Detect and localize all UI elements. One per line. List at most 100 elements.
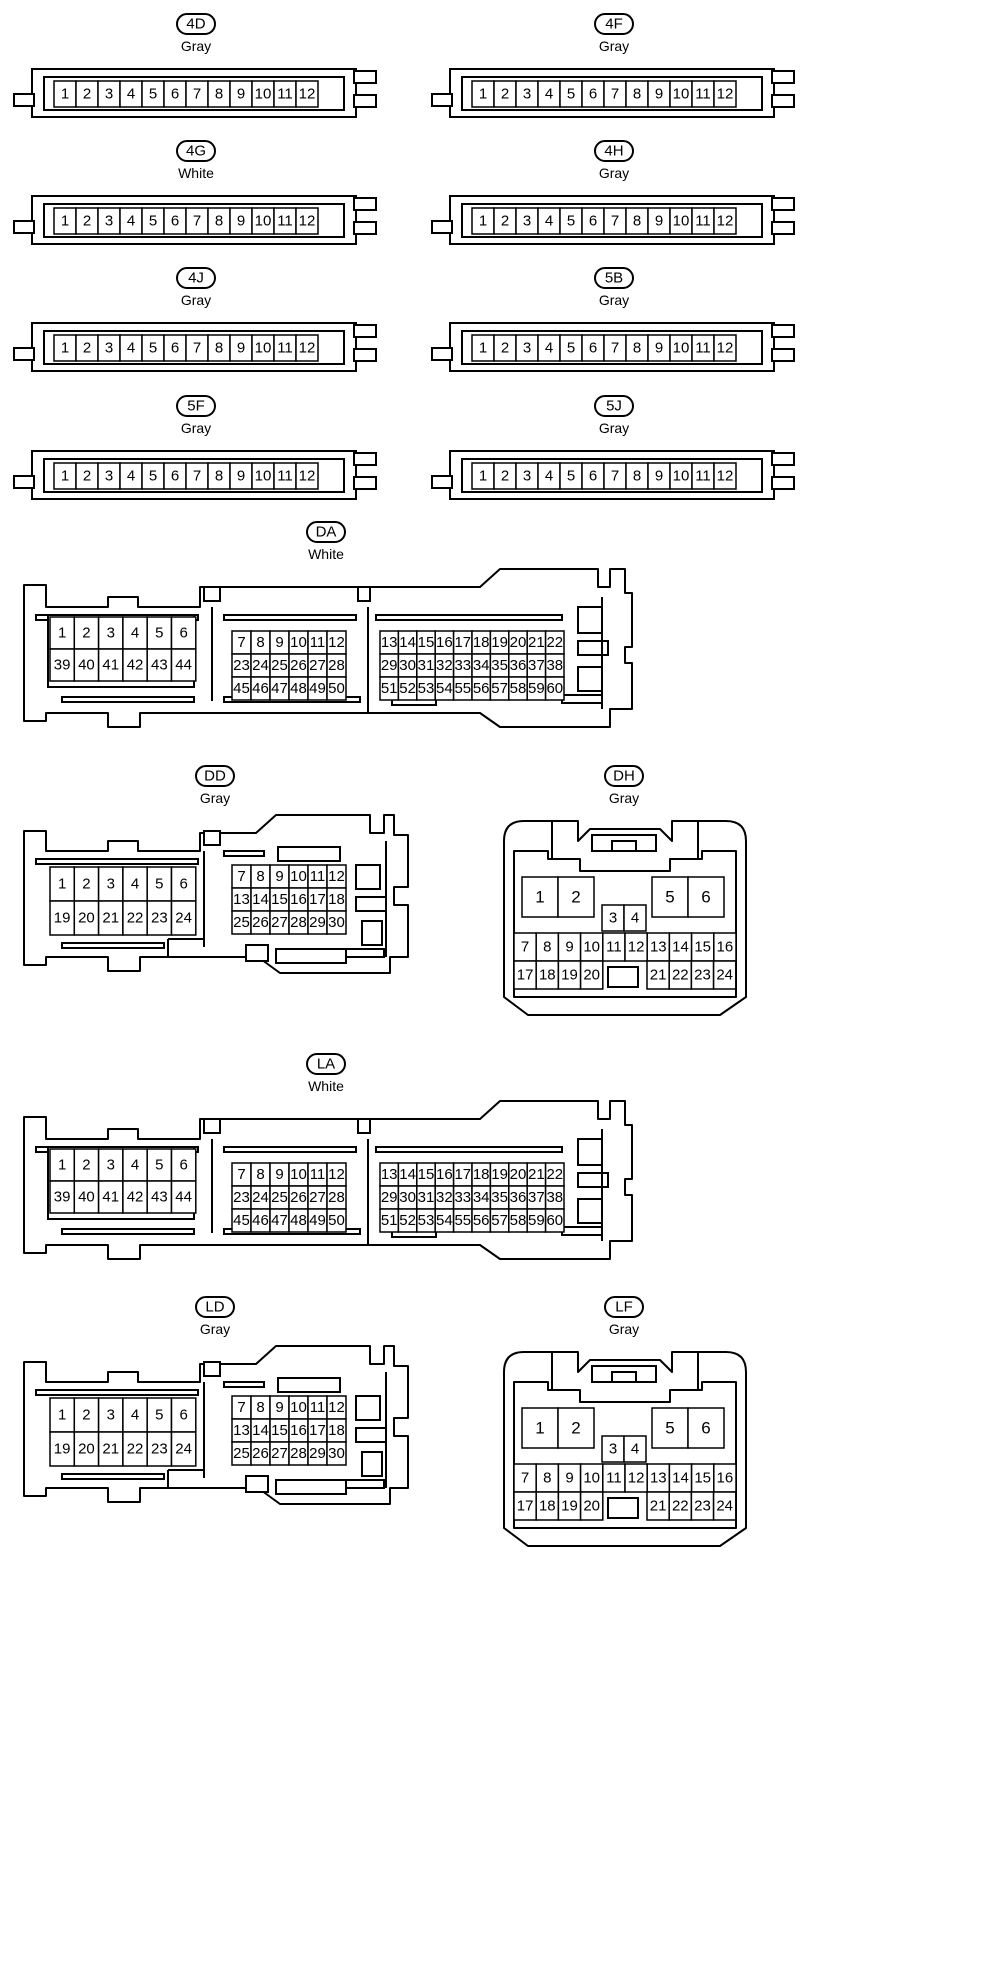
pin-cell [623, 1435, 647, 1463]
pin-number: 8 [633, 468, 641, 485]
pin-number: 8 [543, 939, 551, 956]
latch-tab [771, 70, 795, 84]
pin-number: 4 [545, 468, 553, 485]
pin-number: 1 [535, 888, 544, 907]
pin-number: 15 [418, 634, 435, 651]
pin-number: 20 [510, 634, 527, 651]
pin-number: 2 [571, 1419, 580, 1438]
pin-number: 12 [299, 86, 316, 103]
rail [277, 1377, 341, 1393]
pin-number: 7 [193, 340, 201, 357]
pin-cell [170, 616, 197, 650]
pin-number: 5 [567, 213, 575, 230]
pin-cell [712, 1491, 737, 1521]
connector-id-badge [604, 1296, 644, 1318]
rail [61, 1228, 195, 1235]
pin-number: 16 [290, 1422, 307, 1439]
pin-number: 17 [454, 1166, 471, 1183]
pin-number: 12 [628, 1470, 645, 1487]
key-slot [245, 1475, 269, 1493]
pin-number: 2 [82, 1157, 90, 1174]
latch-tab [771, 221, 795, 235]
pin-cell [295, 462, 319, 490]
pin-number: 4 [127, 468, 135, 485]
pin-number: 10 [290, 1399, 307, 1416]
pin-number: 3 [107, 1407, 115, 1424]
pin-number: 12 [299, 468, 316, 485]
rail [61, 696, 195, 703]
latch-tab [771, 476, 795, 490]
pin-cell [713, 334, 737, 362]
pin-number: 26 [290, 1189, 307, 1206]
pin-number: 20 [78, 1441, 95, 1458]
connector-color: Gray [609, 1321, 639, 1337]
pin-number: 18 [539, 1498, 556, 1515]
pin-number: 2 [571, 888, 580, 907]
pin-number: 26 [252, 914, 269, 931]
pin-number: 50 [328, 680, 345, 697]
pin-number: 8 [256, 1399, 264, 1416]
pin-number: 5 [665, 888, 674, 907]
pin-number: 38 [546, 657, 563, 674]
side-key [355, 864, 381, 890]
pin-number: 5 [155, 876, 163, 893]
pin-number: 8 [543, 1470, 551, 1487]
pin-number: 22 [672, 967, 689, 984]
pin-number: 43 [151, 657, 168, 674]
pin-number: 9 [655, 213, 663, 230]
pin-number: 9 [275, 1166, 283, 1183]
pin-number: 23 [694, 1498, 711, 1515]
pin-number: 13 [233, 891, 250, 908]
pin-number: 8 [215, 468, 223, 485]
pin-cell [122, 900, 148, 936]
pin-number: 8 [215, 213, 223, 230]
pin-number: 19 [561, 1498, 578, 1515]
pin-number: 14 [252, 891, 269, 908]
pin-number: 1 [58, 1157, 66, 1174]
pin-number: 1 [58, 625, 66, 642]
pin-number: 60 [546, 680, 563, 697]
pin-number: 10 [290, 1166, 307, 1183]
pin-cell [521, 876, 559, 918]
rail [275, 1479, 347, 1495]
side-key [361, 1451, 383, 1477]
latch-tab [771, 94, 795, 108]
pin-number: 26 [252, 1445, 269, 1462]
pin-number: 6 [701, 888, 710, 907]
latch-tab [353, 452, 377, 466]
pin-number: 23 [233, 657, 250, 674]
connector-id-badge [306, 521, 346, 543]
pin-number: 9 [275, 1399, 283, 1416]
pin-number: 17 [309, 1422, 326, 1439]
connector-id-badge [195, 1296, 235, 1318]
pin-number: 14 [672, 1470, 689, 1487]
pin-number: 19 [491, 1166, 508, 1183]
pin-number: 15 [271, 891, 288, 908]
pin-cell [687, 1407, 725, 1449]
pin-number: 35 [491, 1189, 508, 1206]
pin-cell [170, 866, 197, 902]
pin-number: 40 [78, 1189, 95, 1206]
pin-number: 13 [650, 1470, 667, 1487]
pin-number: 8 [256, 634, 264, 651]
pin-number: 20 [583, 1498, 600, 1515]
pin-number: 6 [701, 1419, 710, 1438]
pin-number: 52 [399, 1212, 416, 1229]
pin-number: 24 [716, 1498, 733, 1515]
connector-id-badge [176, 140, 216, 162]
pin-number: 5 [155, 1157, 163, 1174]
connector-id-badge [594, 395, 634, 417]
pin-number: 8 [256, 1166, 264, 1183]
rail [375, 1146, 563, 1153]
pin-number: 30 [328, 1445, 345, 1462]
pin-number: 19 [561, 967, 578, 984]
pin-number: 2 [83, 213, 91, 230]
pin-cell [326, 910, 347, 935]
pin-number: 9 [655, 86, 663, 103]
pin-number: 15 [694, 939, 711, 956]
pin-number: 4 [131, 1157, 139, 1174]
pin-number: 21 [102, 910, 119, 927]
pin-number: 9 [275, 634, 283, 651]
